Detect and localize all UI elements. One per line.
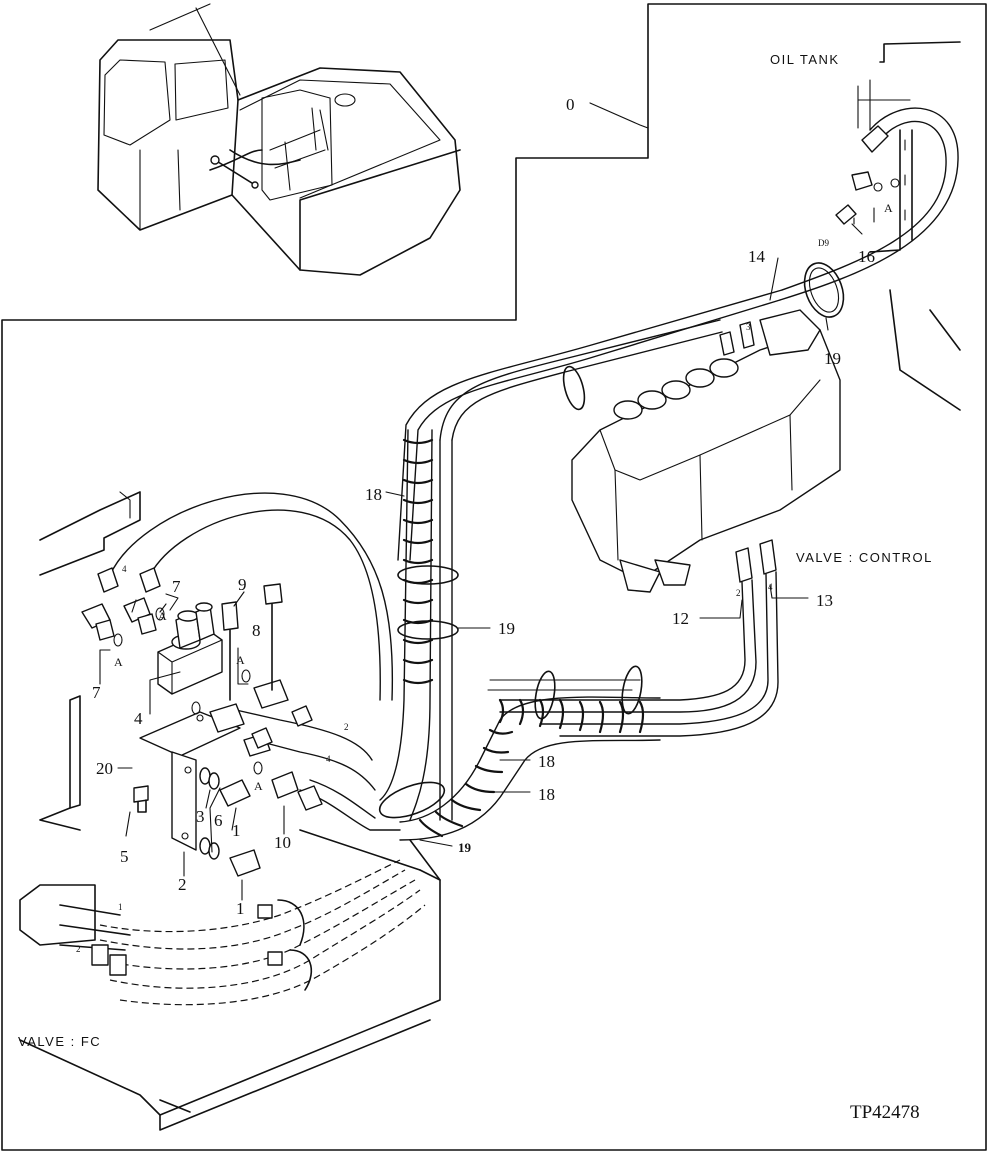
callout-numbers: 0 14 16 19 18 19 12 13 18 18 19 9 8 7 7 …	[92, 95, 875, 918]
mark-port-4: 4	[122, 564, 127, 574]
solenoid-valve-assembly	[81, 567, 323, 877]
mark-hose-13: 4	[768, 582, 773, 592]
callout-14: 14	[748, 247, 766, 266]
hoses-12-13	[487, 539, 779, 737]
callout-10: 10	[274, 833, 291, 852]
mark-port-1: 1	[118, 902, 123, 912]
frame-border	[1, 3, 987, 1151]
callout-6: 6	[214, 811, 223, 830]
callout-20: 20	[96, 759, 113, 778]
clamp-19-top	[803, 262, 845, 318]
mark-d9: D9	[818, 238, 829, 248]
callout-1-mid: 1	[232, 821, 241, 840]
oil-tank-label: OIL TANK	[770, 52, 840, 67]
callout-3: 3	[196, 807, 205, 826]
callout-19-top: 19	[824, 349, 841, 368]
mark-port-3: 3	[746, 322, 751, 332]
mark-a-10: A	[254, 779, 263, 793]
callout-18-low: 18	[538, 785, 555, 804]
callout-12: 12	[672, 609, 689, 628]
callout-0: 0	[566, 95, 575, 114]
callout-8: 8	[252, 621, 261, 640]
valve-fc-label: VALVE : FC	[18, 1034, 101, 1049]
callout-16: 16	[858, 247, 875, 266]
mark-a-7-left: A	[114, 655, 123, 669]
mark-a-7-top: A	[158, 609, 167, 623]
valve-control-label: VALVE : CONTROL	[796, 550, 933, 565]
callout-19-mid: 19	[498, 619, 515, 638]
figure-code: TP42478	[850, 1102, 920, 1123]
fitting-marks: A D9 A A A A 1 2 3 4 2 4 2 4	[76, 201, 893, 954]
callout-4: 4	[134, 709, 143, 728]
mark-a-16: A	[884, 201, 893, 215]
callout-19-low: 19	[458, 840, 472, 855]
coil-hose-18-lower	[399, 665, 661, 841]
callout-2: 2	[178, 875, 187, 894]
callout-18-upper: 18	[365, 485, 382, 504]
callout-5: 5	[120, 847, 129, 866]
mark-port-2: 2	[76, 944, 81, 954]
left-structure	[19, 491, 441, 1131]
callout-7-left: 7	[92, 683, 101, 702]
coil-hose-18-vertical	[378, 319, 723, 821]
mark-hose-12: 2	[736, 588, 741, 598]
mark-hose-2: 2	[344, 722, 349, 732]
control-valve-body	[571, 309, 841, 593]
callout-1-low: 1	[236, 899, 245, 918]
component-labels: OIL TANK VALVE : CONTROL VALVE : FC TP42…	[18, 52, 933, 1123]
oil-tank	[857, 41, 961, 411]
callout-18-mid: 18	[538, 752, 555, 771]
callout-7-top: 7	[172, 577, 181, 596]
excavator-inset	[97, 3, 461, 276]
callout-9: 9	[238, 575, 247, 594]
hose-14-oil-tank	[397, 107, 959, 561]
mark-a-8: A	[236, 653, 245, 667]
callout-13: 13	[816, 591, 833, 610]
leader-lines	[99, 102, 875, 901]
mark-hose-4: 4	[326, 754, 331, 764]
